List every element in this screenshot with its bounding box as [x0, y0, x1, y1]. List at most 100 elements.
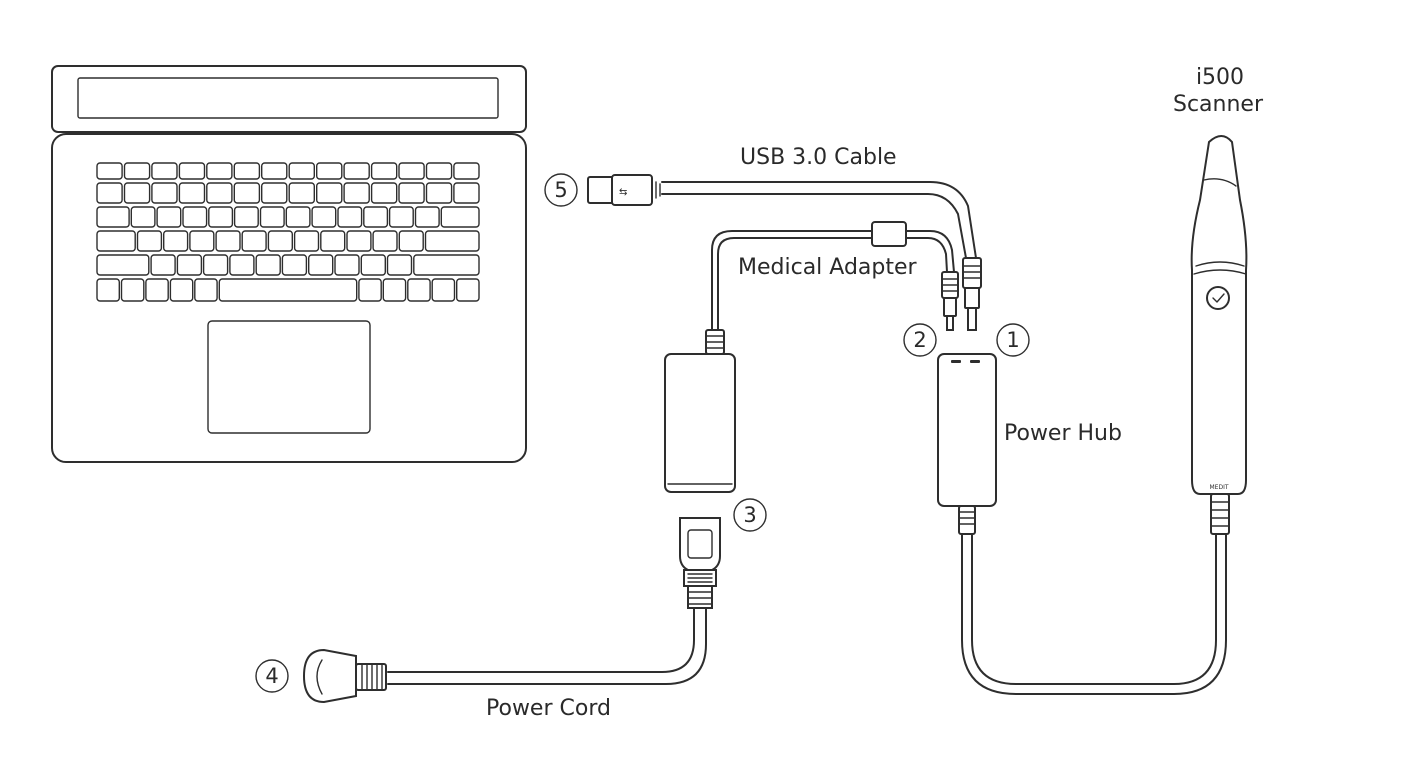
keyboard-key	[162, 230, 189, 252]
marker-3-label: 3	[743, 503, 756, 527]
power-hub-body	[937, 353, 997, 507]
keyboard-key	[425, 182, 453, 204]
keyboard-key	[308, 254, 334, 276]
keyboard-key	[218, 278, 358, 302]
keyboard-key	[343, 162, 370, 180]
keyboard-key	[288, 182, 316, 204]
keyboard-key	[130, 206, 156, 228]
keyboard-key	[150, 254, 176, 276]
keyboard-key	[360, 254, 386, 276]
keyboard-key	[233, 206, 259, 228]
keyboard-key	[358, 278, 382, 302]
marker-4-label: 4	[265, 664, 278, 688]
keyboard-key	[398, 230, 424, 252]
keyboard-key	[413, 254, 480, 276]
keyboard-key	[261, 182, 288, 204]
keyboard-key	[182, 206, 208, 228]
keyboard-key	[194, 278, 218, 302]
keyboard-key	[169, 278, 194, 302]
keyboard-key	[370, 162, 398, 180]
usb-cable-label: USB 3.0 Cable	[740, 145, 897, 170]
marker-3: 3	[733, 498, 767, 532]
usb-cable-hub-plug	[962, 257, 982, 331]
keyboard-key	[176, 254, 203, 276]
keyboard-key	[293, 230, 320, 252]
keyboard-key	[398, 182, 425, 204]
scanner-title-line1: i500	[1196, 65, 1244, 90]
keyboard-key	[255, 254, 281, 276]
laptop-base	[51, 133, 527, 463]
scanner-title-line2: Scanner	[1173, 92, 1264, 117]
keyboard-key	[151, 162, 178, 180]
keyboard-key	[145, 278, 169, 302]
marker-4: 4	[255, 659, 289, 693]
keyboard-key	[363, 206, 389, 228]
hub-scanner-cable	[961, 533, 1227, 695]
keyboard-key	[320, 230, 346, 252]
keyboard-key	[388, 206, 414, 228]
laptop-touchpad	[207, 320, 371, 434]
keyboard-key	[178, 182, 206, 204]
keyboard-key	[96, 254, 150, 276]
scanner-body	[1190, 135, 1248, 495]
keyboard-key	[120, 278, 145, 302]
keyboard-key	[346, 230, 372, 252]
keyboard-key	[151, 182, 178, 204]
usb-cable: ⇆	[587, 174, 982, 331]
i500-scanner: MEDIT	[1190, 135, 1248, 535]
marker-2-label: 2	[913, 328, 926, 352]
keyboard-key	[156, 206, 182, 228]
marker-5: 5	[544, 173, 578, 207]
adapter-dc-plug	[941, 271, 959, 331]
keyboard-key	[407, 278, 431, 302]
power-cord-label: Power Cord	[486, 696, 611, 721]
keyboard-key	[189, 230, 215, 252]
keyboard-key	[202, 254, 229, 276]
keyboard-key	[261, 162, 288, 180]
keyboard-key	[453, 162, 480, 180]
keyboard-key	[96, 230, 136, 252]
medical-adapter	[664, 221, 959, 493]
keyboard-key	[206, 182, 233, 204]
keyboard-key	[316, 162, 343, 180]
keyboard-key	[382, 278, 407, 302]
keyboard-key	[316, 182, 343, 204]
laptop-screen-lid	[51, 65, 527, 133]
adapter-brick	[664, 353, 736, 493]
laptop	[51, 65, 527, 463]
keyboard-key	[431, 278, 456, 302]
keyboard-key	[96, 182, 123, 204]
keyboard-key	[343, 182, 370, 204]
keyboard-key	[334, 254, 360, 276]
keyboard-key	[96, 206, 130, 228]
keyboard-key	[123, 162, 151, 180]
keyboard-key	[456, 278, 480, 302]
keyboard-key	[267, 230, 293, 252]
keyboard-key	[233, 182, 261, 204]
medical-adapter-label: Medical Adapter	[738, 255, 918, 280]
keyboard-key	[123, 182, 151, 204]
keyboard-key	[259, 206, 285, 228]
keyboard-key	[398, 162, 425, 180]
keyboard-key	[215, 230, 241, 252]
keyboard-key	[241, 230, 267, 252]
keyboard-key	[96, 162, 123, 180]
keyboard-key	[285, 206, 311, 228]
power-hub-label: Power Hub	[1004, 421, 1122, 446]
power-cord	[302, 517, 721, 704]
ferrite-bead	[871, 221, 907, 247]
hub-port-1	[970, 360, 980, 363]
keyboard-key	[136, 230, 163, 252]
keyboard-key	[425, 162, 453, 180]
laptop-keyboard	[96, 162, 480, 302]
power-hub	[937, 353, 997, 535]
keyboard-key	[370, 182, 398, 204]
scanner-button-icon	[1206, 286, 1230, 310]
keyboard-key	[372, 230, 398, 252]
keyboard-key	[288, 162, 316, 180]
svg-text:⇆: ⇆	[619, 187, 627, 198]
iec-connector	[679, 517, 721, 609]
adapter-strain-relief	[705, 329, 725, 355]
